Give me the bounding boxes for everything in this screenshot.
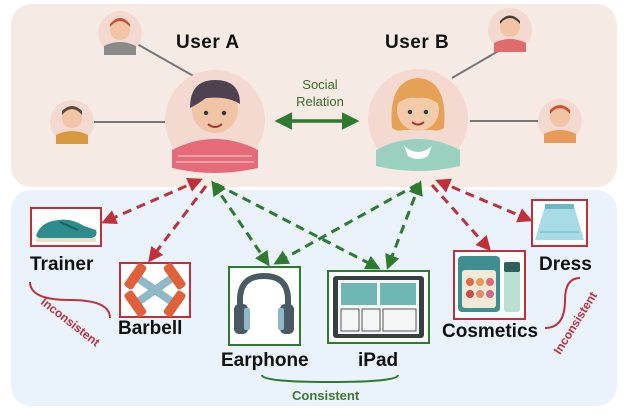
- friend-avatar-a2: [50, 100, 94, 144]
- friend-avatar-b1: [488, 8, 532, 52]
- user-a-avatar: [165, 70, 265, 173]
- barbell-label: Barbell: [118, 318, 183, 339]
- arrow-b-dress: [435, 178, 533, 223]
- friend-avatar-a1: [98, 11, 142, 55]
- user-b-avatar: [368, 69, 468, 171]
- ipad-image: [327, 270, 430, 344]
- trainer-label: Trainer: [30, 254, 94, 275]
- friend-link: [129, 39, 198, 79]
- arrow-a-earphone: [211, 180, 270, 267]
- cosmetics-image: [453, 250, 526, 320]
- arrow-a-ipad: [215, 182, 381, 270]
- ipad-label: iPad: [358, 350, 399, 371]
- user-a-label: User A: [176, 32, 240, 53]
- dress-label: Dress: [539, 254, 592, 275]
- social-panel: [11, 4, 617, 187]
- arrow-a-barbell: [148, 185, 208, 263]
- dress-image: [531, 199, 588, 247]
- social-relation-line2: Relation: [296, 94, 344, 109]
- cosmetics-label: Cosmetics: [442, 321, 539, 342]
- social-relation-label: Social Relation: [290, 76, 350, 110]
- consistent-label: Consistent: [292, 388, 360, 403]
- friend-avatar-b2: [538, 99, 582, 143]
- inconsistent-right-brace: [544, 277, 581, 329]
- earphone-image: [228, 266, 301, 346]
- items-panel: [11, 190, 617, 406]
- arrow-b-earphone: [273, 182, 419, 265]
- user-b-label: User B: [385, 32, 450, 53]
- arrow-a-trainer: [101, 177, 203, 225]
- consistent-brace: [261, 374, 399, 384]
- barbell-image: [119, 262, 191, 318]
- earphone-label: Earphone: [221, 350, 309, 371]
- trainer-image: [30, 207, 102, 247]
- inconsistent-left-brace: [29, 281, 111, 319]
- social-relation-line1: Social: [302, 77, 338, 92]
